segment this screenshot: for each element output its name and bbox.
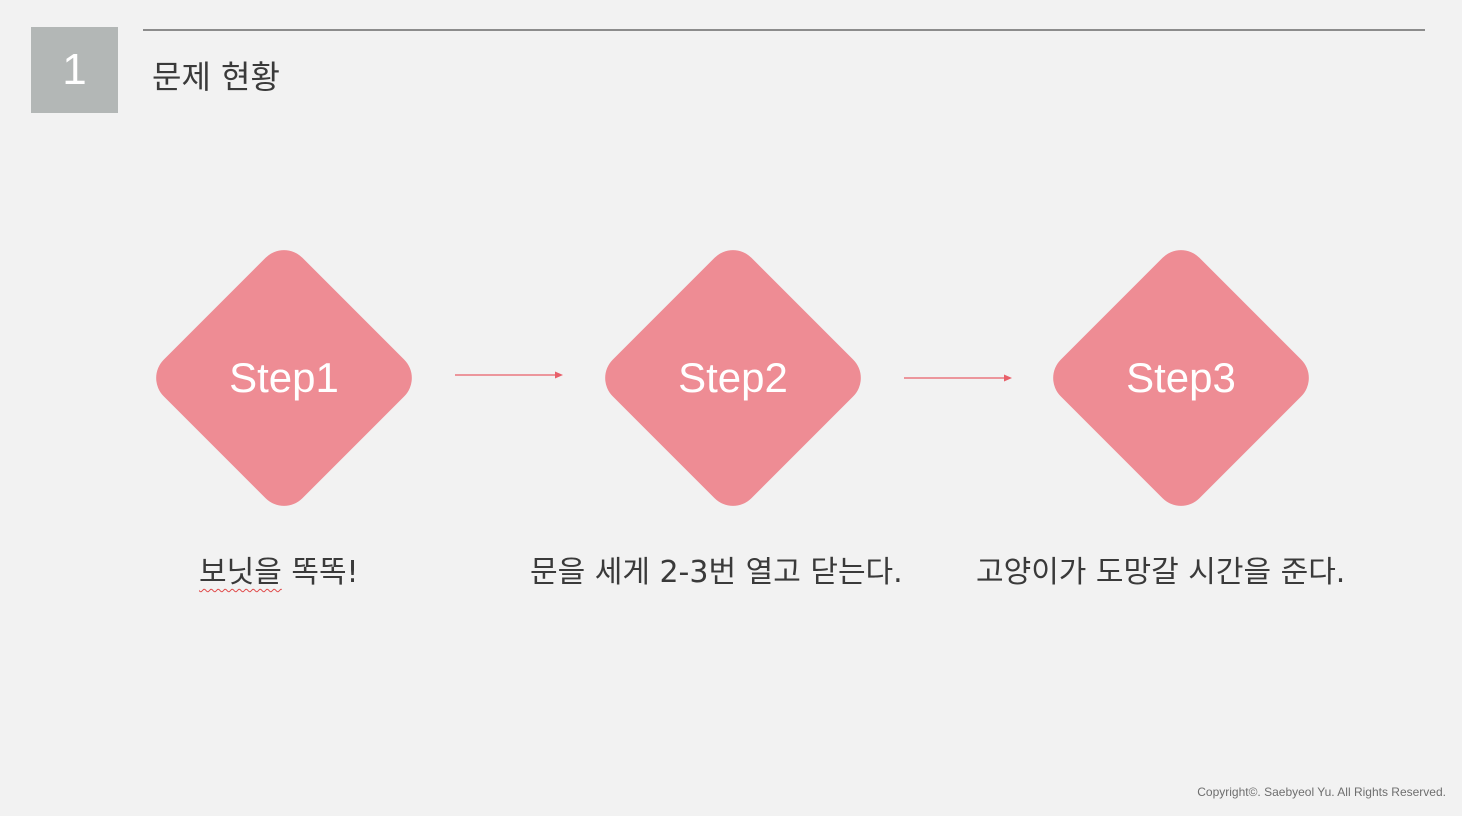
step3-label: Step3 [1126,354,1236,401]
step2-caption[interactable]: 문을 세게 2-3번 열고 닫는다. [530,555,903,590]
step2-diamond[interactable]: Step2 [594,239,872,517]
step1-caption[interactable]: 보닛을 똑똑! [199,547,359,591]
header-divider [143,29,1425,31]
step1-label: Step1 [229,354,339,401]
step1-diamond[interactable]: Step1 [145,239,423,517]
step2-label: Step2 [678,354,788,401]
step1-caption-misspelled-word: 보닛을 [199,555,282,590]
section-number-badge: 1 [31,27,118,113]
arrow-right-icon [455,371,563,379]
step3-caption[interactable]: 고양이가 도망갈 시간을 준다. [976,555,1346,590]
arrow-right-icon [904,374,1012,382]
step3-diamond[interactable]: Step3 [1042,239,1320,517]
copyright-notice: Copyright©. Saebyeol Yu. All Rights Rese… [1197,785,1446,799]
slide-title[interactable]: 문제 현황 [152,58,280,96]
step1-caption-rest: 똑똑! [281,555,359,590]
